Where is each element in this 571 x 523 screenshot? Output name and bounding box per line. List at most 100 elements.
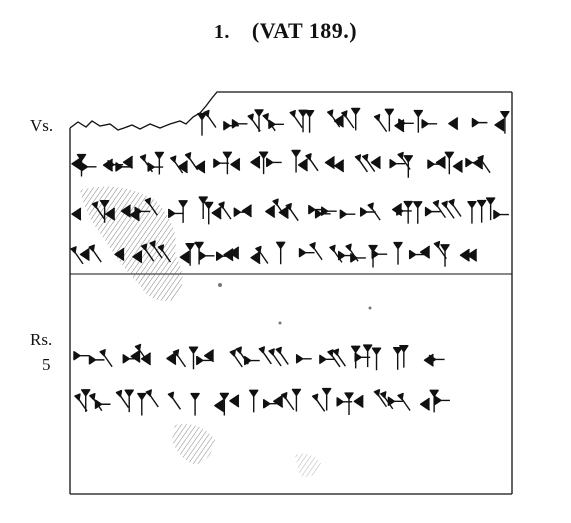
cuneiform-wedge <box>350 253 366 263</box>
cuneiform-wedge <box>345 243 359 262</box>
cuneiform-line-5 <box>73 343 445 371</box>
cuneiform-wedge <box>144 197 158 216</box>
cuneiform-wedge <box>196 355 212 366</box>
cuneiform-wedge <box>371 347 382 371</box>
cuneiform-wedge <box>140 243 155 262</box>
cuneiform-wedge <box>137 392 147 416</box>
cuneiform-wedge <box>396 206 412 216</box>
cuneiform-wedge <box>398 118 414 128</box>
cuneiform-wedge <box>157 244 172 263</box>
cuneiform-wedge <box>132 250 143 264</box>
cuneiform-line-4 <box>70 240 478 268</box>
cuneiform-wedge <box>198 251 215 261</box>
cuneiform-wedge <box>295 354 312 364</box>
cuneiform-wedge <box>344 392 354 416</box>
cuneiform-wedge <box>297 158 308 172</box>
cuneiform-wedge <box>467 200 477 224</box>
cuneiform-wedge <box>229 394 240 408</box>
cuneiform-wedge <box>114 247 125 261</box>
cuneiform-wedge <box>319 354 335 365</box>
reverse-label: Rs. <box>30 330 53 349</box>
cuneiform-wedge <box>80 162 97 172</box>
cuneiform-wedge <box>359 207 376 217</box>
cuneiform-wedge <box>71 157 82 171</box>
cuneiform-wedge <box>399 344 409 368</box>
cuneiform-wedge <box>105 207 116 221</box>
cuneiform-wedge <box>130 349 141 363</box>
cuneiform-wedge <box>134 206 151 217</box>
cuneiform-wedge <box>167 391 182 410</box>
cuneiform-wedge <box>291 149 301 173</box>
cuneiform-wedge <box>168 208 184 219</box>
cuneiform-wedge <box>244 355 260 366</box>
cuneiform-wedge <box>166 351 177 366</box>
cuneiform-wedge <box>250 251 261 265</box>
cuneiform-wedge <box>434 395 450 406</box>
cuneiform-wedge <box>367 202 381 221</box>
line-number-label: 5 <box>42 355 51 374</box>
cuneiform-wedge <box>229 349 243 368</box>
damage-shading <box>80 186 372 477</box>
cuneiform-wedge <box>305 153 319 172</box>
cuneiform-wedge <box>444 151 455 175</box>
cuneiform-wedge <box>204 201 214 225</box>
cuneiform-wedge <box>266 157 282 168</box>
cuneiform-wedge <box>329 244 343 263</box>
cuneiform-wedge <box>397 392 411 411</box>
cuneiform-wedge <box>413 109 424 133</box>
cuneiform-wedge <box>149 240 163 259</box>
cuneiform-wedge <box>281 392 295 411</box>
cuneiform-wedge <box>361 153 376 172</box>
cuneiform-wedge <box>231 119 248 129</box>
cuneiform-wedge <box>94 399 111 409</box>
cuneiform-wedge <box>485 197 496 221</box>
cuneiform-wedge <box>213 158 229 168</box>
cuneiform-wedge <box>476 199 487 223</box>
cuneiform-wedge <box>88 355 105 365</box>
cuneiform-wedge <box>81 389 91 412</box>
document-title: 1.(VAT 189.) <box>0 18 571 44</box>
cuneiform-wedge <box>392 347 403 370</box>
cuneiform-wedge <box>428 354 445 365</box>
cuneiform-wedge <box>214 399 225 413</box>
cuneiform-wedge <box>249 389 259 413</box>
cuneiform-wedge <box>172 349 187 368</box>
cuneiform-line-3 <box>71 196 509 225</box>
cuneiform-wedge <box>413 201 423 224</box>
cuneiform-wedge <box>384 108 395 132</box>
cuneiform-wedge <box>327 349 341 368</box>
cuneiform-wedge <box>324 155 335 170</box>
cuneiform-wedge <box>190 392 200 416</box>
cuneiform-wedge <box>459 248 470 262</box>
cuneiform-wedge <box>99 200 110 223</box>
cuneiform-wedge <box>275 346 289 365</box>
cuneiform-wedge <box>452 159 463 173</box>
cuneiform-wedge <box>99 349 113 368</box>
cuneiform-wedge <box>203 109 217 128</box>
cuneiform-wedge <box>241 204 252 218</box>
cuneiform-wedge <box>258 346 272 365</box>
cuneiform-wedge <box>211 206 222 220</box>
cuneiform-wedge <box>145 389 159 408</box>
cuneiform-line-2 <box>71 149 491 178</box>
cuneiform-wedge <box>440 244 450 267</box>
cuneiform-wedge <box>268 348 282 367</box>
cuneiform-wedge <box>304 110 315 133</box>
cuneiform-wedge <box>88 244 102 263</box>
cuneiform-wedge <box>403 155 414 178</box>
cuneiform-wedge <box>387 396 404 406</box>
cuneiform-wedge <box>424 206 441 217</box>
cuneiform-wedge <box>255 245 269 264</box>
cuneiform-wedge <box>140 352 152 366</box>
cuneiform-wedge <box>291 388 302 412</box>
cuneiform-wedge <box>467 248 478 262</box>
cuneiform-wedge <box>435 155 446 169</box>
cuneiform-wedge <box>222 151 233 175</box>
cuneiform-wedge <box>432 199 447 218</box>
cuneiform-wedge <box>265 204 276 218</box>
cuneiform-wedge <box>198 196 208 220</box>
cuneiform-wedge <box>91 201 105 220</box>
cuneiform-wedge <box>373 389 388 408</box>
cuneiform-wedge <box>273 394 284 408</box>
cuneiform-wedge <box>70 246 84 265</box>
